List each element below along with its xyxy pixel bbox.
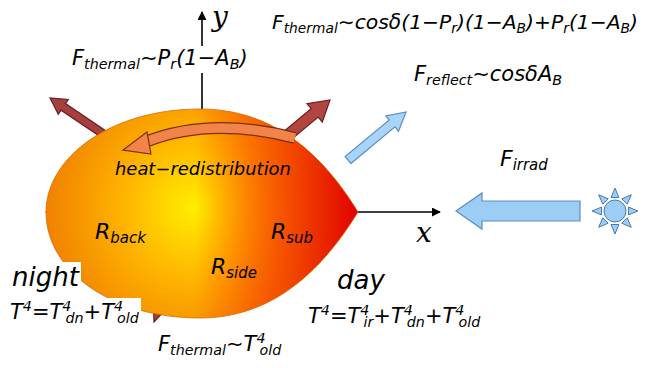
axis-label: x	[416, 216, 432, 250]
flux-formula: Freflect∼cosδAB	[412, 62, 564, 89]
sun-icon	[592, 188, 638, 234]
flux-formula: Fthermal∼T4old	[156, 330, 283, 359]
radius-label: Rsub	[271, 219, 313, 248]
irradiated-body: heat−redistributionRback RsubRside	[45, 108, 359, 319]
temperature-formula: T4=T4ir+T4dn+T4old	[306, 302, 482, 331]
side-label: day	[335, 265, 387, 296]
axes	[46, 12, 440, 317]
radius-label: Rside	[211, 254, 257, 283]
process-label: heat−redistribution	[115, 158, 291, 180]
reflect-arrow	[345, 112, 406, 164]
flux-formula: Firrad	[498, 146, 550, 175]
flux-formula: Fthermal∼cosδ(1−Pr)(1−AB)+Pr(1−AB)	[270, 10, 640, 37]
body-shape	[45, 108, 359, 319]
temperature-formula: T4=T4dn+T4old	[8, 298, 141, 327]
side-label: night	[10, 262, 81, 293]
radius-label: Rback	[95, 219, 146, 248]
axis-label: y	[212, 0, 228, 34]
irradiation-arrow	[456, 193, 580, 229]
flux-formula: Fthermal∼Pr(1−AB)	[70, 46, 250, 73]
